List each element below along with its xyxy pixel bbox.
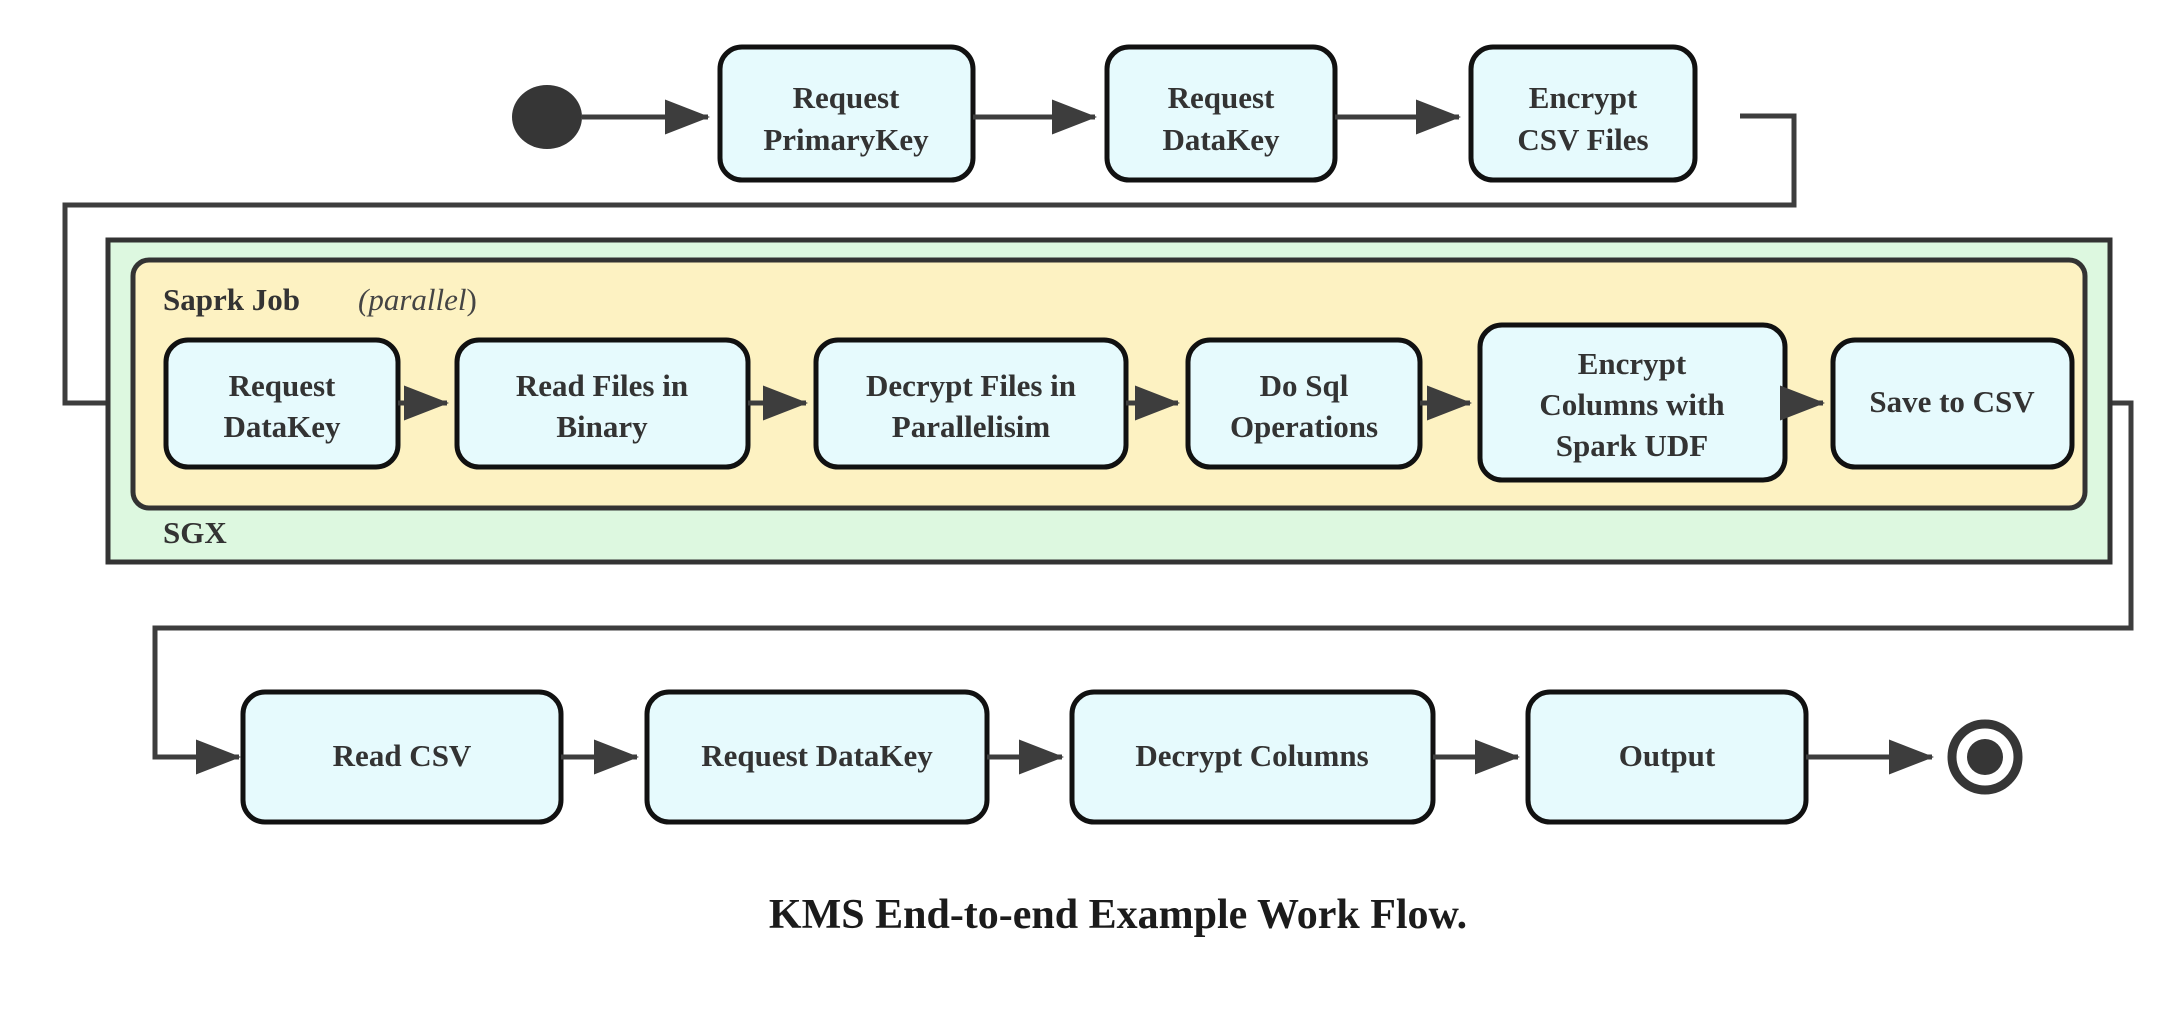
end-state-ring [1947, 719, 2023, 795]
node-request-primarykey-box[interactable] [717, 44, 976, 183]
sgx-label: SGX [163, 515, 227, 550]
node-save-to-csv[interactable]: Save to CSV [1830, 337, 2075, 470]
node-do-sql-operations-box[interactable] [1185, 337, 1423, 470]
start-dot [512, 85, 582, 149]
node-decrypt-files-in-parallelisim[interactable]: Decrypt Files in Parallelisim [813, 337, 1129, 470]
node-request-datakey-top-box[interactable] [1104, 44, 1338, 183]
node-decrypt-files-in-parallelisim-line-2: Parallelisim [892, 409, 1051, 444]
node-encrypt-csv-files-line-2: CSV Files [1517, 122, 1648, 157]
parallel-text: parallel [366, 282, 466, 317]
edge-save-to-csv-to-read-csv [152, 400, 2134, 775]
node-read-files-in-binary-line-2: Binary [556, 409, 648, 444]
node-encrypt-csv-files-box[interactable] [1468, 44, 1698, 183]
node-save-to-csv-label: Save to CSV [1869, 384, 2035, 419]
node-encrypt-columns-with-spark-udf[interactable]: Encrypt Columns with Spark UDF [1477, 322, 1788, 483]
end-state-inner-dot [1967, 739, 2003, 775]
node-request-datakey-spark-line-2: DataKey [223, 409, 341, 444]
node-do-sql-operations-line-2: Operations [1230, 409, 1378, 444]
spark-job-parallel-label: (parallel) [358, 282, 477, 317]
node-decrypt-columns[interactable]: Decrypt Columns [1069, 689, 1436, 825]
end-state-outer-ring [1947, 719, 2023, 795]
node-request-datakey-bottom[interactable]: Request DataKey [644, 689, 990, 825]
paren-open: ( [358, 282, 370, 317]
node-request-datakey-bottom-label: Request DataKey [701, 738, 933, 773]
node-output[interactable]: Output [1525, 689, 1809, 825]
node-request-datakey-spark[interactable]: Request DataKey [163, 337, 401, 470]
node-encrypt-csv-files-line-1: Encrypt [1529, 80, 1638, 115]
figure-caption: KMS End-to-end Example Work Flow. [769, 892, 1467, 938]
node-read-files-in-binary[interactable]: Read Files in Binary [454, 337, 751, 470]
node-read-csv[interactable]: Read CSV [240, 689, 564, 825]
node-encrypt-csv-files[interactable]: Encrypt CSV Files [1468, 44, 1698, 183]
node-request-datakey-spark-box[interactable] [163, 337, 401, 470]
node-encrypt-columns-line-1: Encrypt [1578, 346, 1687, 381]
edge-encrypt-csv-to-spark-datakey [62, 113, 1797, 421]
paren-close: ) [467, 282, 477, 317]
node-encrypt-columns-line-3: Spark UDF [1556, 428, 1708, 463]
node-read-csv-label: Read CSV [333, 738, 472, 773]
node-do-sql-operations-line-1: Do Sql [1260, 368, 1349, 403]
node-decrypt-files-in-parallelisim-box[interactable] [813, 337, 1129, 470]
node-decrypt-columns-label: Decrypt Columns [1135, 738, 1368, 773]
node-save-to-csv-box[interactable] [1830, 337, 2075, 470]
node-output-label: Output [1619, 738, 1716, 773]
node-do-sql-operations[interactable]: Do Sql Operations [1185, 337, 1423, 470]
node-request-primarykey[interactable]: Request PrimaryKey [717, 44, 976, 183]
node-request-datakey-top-line-2: DataKey [1162, 122, 1280, 157]
node-request-primarykey-line-1: Request [793, 80, 900, 115]
node-request-datakey-top-line-1: Request [1168, 80, 1275, 115]
node-decrypt-files-in-parallelisim-line-1: Decrypt Files in [866, 368, 1076, 403]
node-encrypt-columns-line-2: Columns with [1539, 387, 1724, 422]
node-request-datakey-top[interactable]: Request DataKey [1104, 44, 1338, 183]
node-request-primarykey-line-2: PrimaryKey [763, 122, 929, 157]
node-read-files-in-binary-box[interactable] [454, 337, 751, 470]
node-request-datakey-spark-line-1: Request [229, 368, 336, 403]
spark-job-label: Saprk Job [163, 282, 300, 317]
node-read-files-in-binary-line-1: Read Files in [516, 368, 688, 403]
